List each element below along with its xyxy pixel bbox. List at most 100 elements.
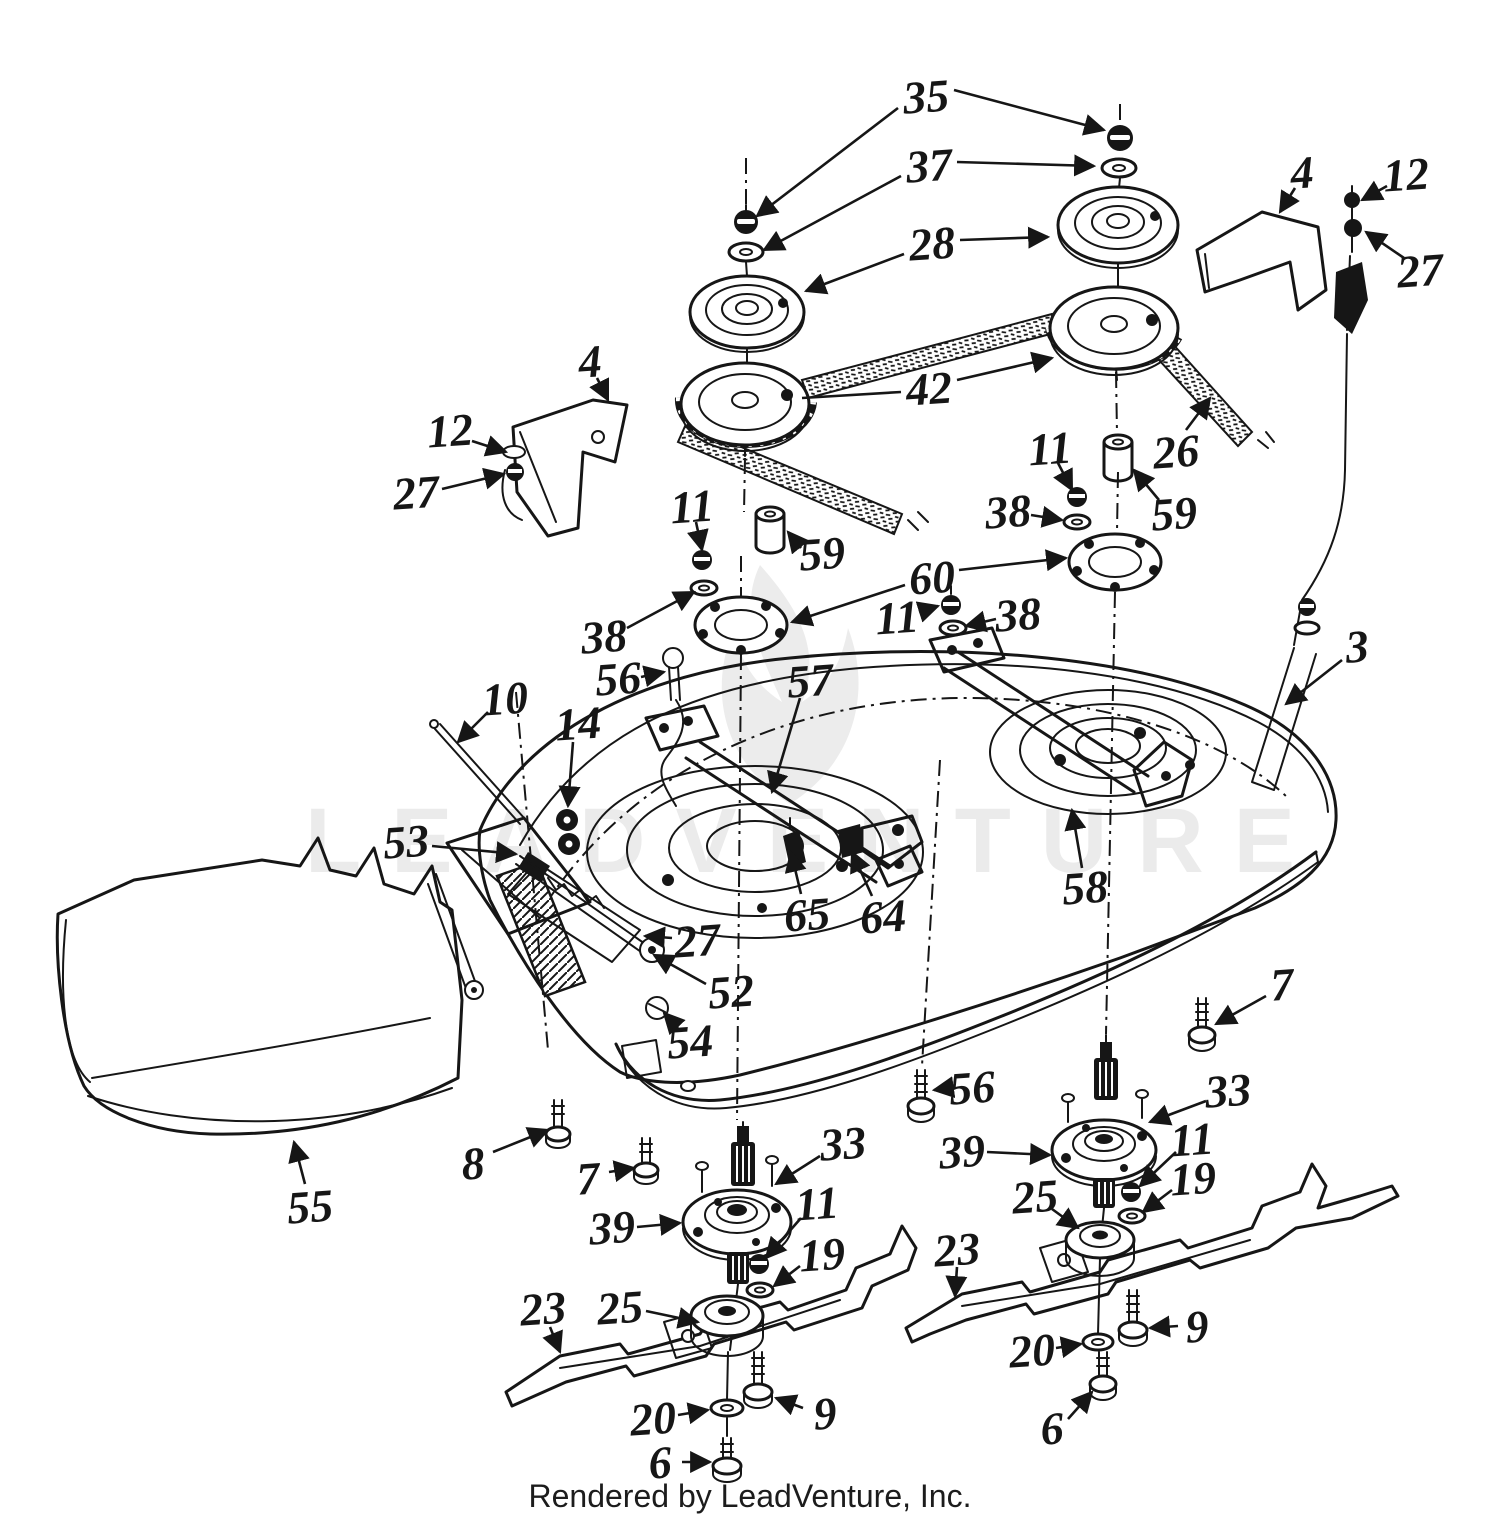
part-label-56: 56 bbox=[593, 651, 642, 705]
part-label-19: 19 bbox=[1168, 1151, 1217, 1205]
part-label-39: 39 bbox=[936, 1124, 986, 1178]
part-label-6: 6 bbox=[1039, 1402, 1066, 1454]
leader-line-42 bbox=[956, 351, 1055, 382]
bushings bbox=[556, 809, 580, 855]
part-label-23: 23 bbox=[931, 1222, 981, 1276]
part-label-11: 11 bbox=[669, 480, 716, 534]
leader-line-42 bbox=[801, 390, 902, 400]
part-label-11: 11 bbox=[874, 591, 921, 645]
part-label-9: 9 bbox=[812, 1387, 839, 1439]
part-label-25: 25 bbox=[1009, 1169, 1059, 1223]
part-label-4: 4 bbox=[576, 335, 603, 388]
leader-line-38 bbox=[963, 610, 997, 633]
part-label-6: 6 bbox=[647, 1436, 674, 1488]
strap-58 bbox=[928, 626, 1194, 808]
part-label-42: 42 bbox=[903, 361, 953, 415]
part-label-35: 35 bbox=[900, 69, 950, 123]
right-blade bbox=[904, 1162, 1400, 1344]
leader-line-11 bbox=[915, 601, 941, 623]
part-label-9: 9 bbox=[1184, 1300, 1211, 1352]
leader-line-19 bbox=[772, 1264, 801, 1288]
leader-line-14 bbox=[558, 741, 581, 809]
leader-line-4 bbox=[1278, 187, 1300, 214]
leader-line-27 bbox=[441, 467, 507, 491]
leader-line-4 bbox=[589, 377, 610, 402]
leader-line-59 bbox=[786, 530, 810, 555]
part-label-27: 27 bbox=[390, 465, 442, 519]
leader-line-3 bbox=[1284, 658, 1343, 706]
leader-line-19 bbox=[1141, 1188, 1173, 1214]
leader-line-56 bbox=[931, 1076, 956, 1099]
leader-line-11 bbox=[1053, 462, 1074, 492]
leader-line-27 bbox=[1364, 230, 1405, 260]
lift-rod bbox=[434, 723, 526, 825]
part-label-37: 37 bbox=[903, 138, 955, 192]
part-label-7: 7 bbox=[575, 1152, 603, 1205]
leader-line-60 bbox=[789, 583, 906, 627]
part-label-7: 7 bbox=[1269, 958, 1297, 1011]
chute-hinge-bar bbox=[427, 873, 477, 995]
deck-bolts bbox=[544, 997, 1217, 1185]
leader-line-39 bbox=[636, 1213, 683, 1236]
leader-line-28 bbox=[959, 226, 1051, 249]
leader-line-25 bbox=[1051, 1207, 1080, 1230]
belt-left-run bbox=[676, 422, 904, 536]
part-label-26: 26 bbox=[1150, 424, 1200, 478]
leader-line-27 bbox=[642, 926, 673, 949]
left-jackshaft-hardware bbox=[689, 505, 789, 655]
part-label-11: 11 bbox=[1027, 422, 1074, 476]
part-label-28: 28 bbox=[906, 216, 956, 270]
part-label-54: 54 bbox=[665, 1014, 714, 1068]
leader-line-33 bbox=[774, 1154, 821, 1186]
part-label-64: 64 bbox=[858, 889, 907, 943]
part-label-38: 38 bbox=[982, 484, 1032, 538]
leader-line-38 bbox=[626, 590, 696, 630]
leader-line-64 bbox=[850, 849, 874, 897]
leader-line-53 bbox=[431, 841, 519, 864]
leader-line-23 bbox=[945, 1266, 968, 1299]
right-pulley-stack bbox=[1048, 107, 1180, 381]
deck-right-spindle-rings bbox=[989, 689, 1227, 815]
part-label-20: 20 bbox=[627, 1391, 677, 1445]
screw-54 bbox=[645, 996, 669, 1020]
leader-line-59 bbox=[1132, 468, 1160, 501]
belt-drive bbox=[501, 107, 1368, 888]
chute-deflector bbox=[55, 836, 484, 1136]
handle-rod bbox=[515, 855, 649, 955]
part-label-53: 53 bbox=[381, 814, 430, 868]
leader-line-7 bbox=[608, 1160, 637, 1183]
right-spindle-assembly bbox=[904, 1034, 1400, 1401]
part-label-12: 12 bbox=[425, 403, 474, 457]
part-label-59: 59 bbox=[797, 526, 846, 580]
baffle-plate bbox=[445, 816, 592, 936]
leader-line-7 bbox=[1214, 994, 1267, 1026]
part-label-65: 65 bbox=[782, 887, 831, 941]
leader-line-52 bbox=[652, 953, 707, 986]
part-label-23: 23 bbox=[517, 1281, 567, 1335]
hinge-handle-assembly bbox=[429, 719, 669, 1020]
part-label-56: 56 bbox=[947, 1060, 996, 1114]
leader-line-11 bbox=[1138, 1151, 1177, 1188]
part-label-8: 8 bbox=[460, 1137, 487, 1189]
left-spindle-assembly bbox=[504, 1121, 918, 1483]
part-label-33: 33 bbox=[1202, 1063, 1252, 1117]
leader-line-37 bbox=[956, 154, 1097, 177]
part-label-12: 12 bbox=[1381, 147, 1430, 201]
leader-line-28 bbox=[803, 252, 905, 295]
leader-line-55 bbox=[288, 1139, 310, 1185]
part-label-27: 27 bbox=[671, 913, 723, 967]
part-label-25: 25 bbox=[594, 1280, 644, 1334]
leader-line-35 bbox=[755, 106, 899, 218]
leader-line-11 bbox=[687, 521, 709, 553]
leader-line-9 bbox=[1147, 1315, 1179, 1338]
leader-line-33 bbox=[1147, 1099, 1207, 1126]
leader-line-25 bbox=[645, 1307, 701, 1329]
left-pulley-stack bbox=[679, 204, 811, 457]
part-label-33: 33 bbox=[817, 1116, 867, 1170]
leader-line-57 bbox=[767, 697, 802, 795]
leader-line-11 bbox=[764, 1217, 802, 1260]
leader-line-8 bbox=[492, 1127, 551, 1154]
